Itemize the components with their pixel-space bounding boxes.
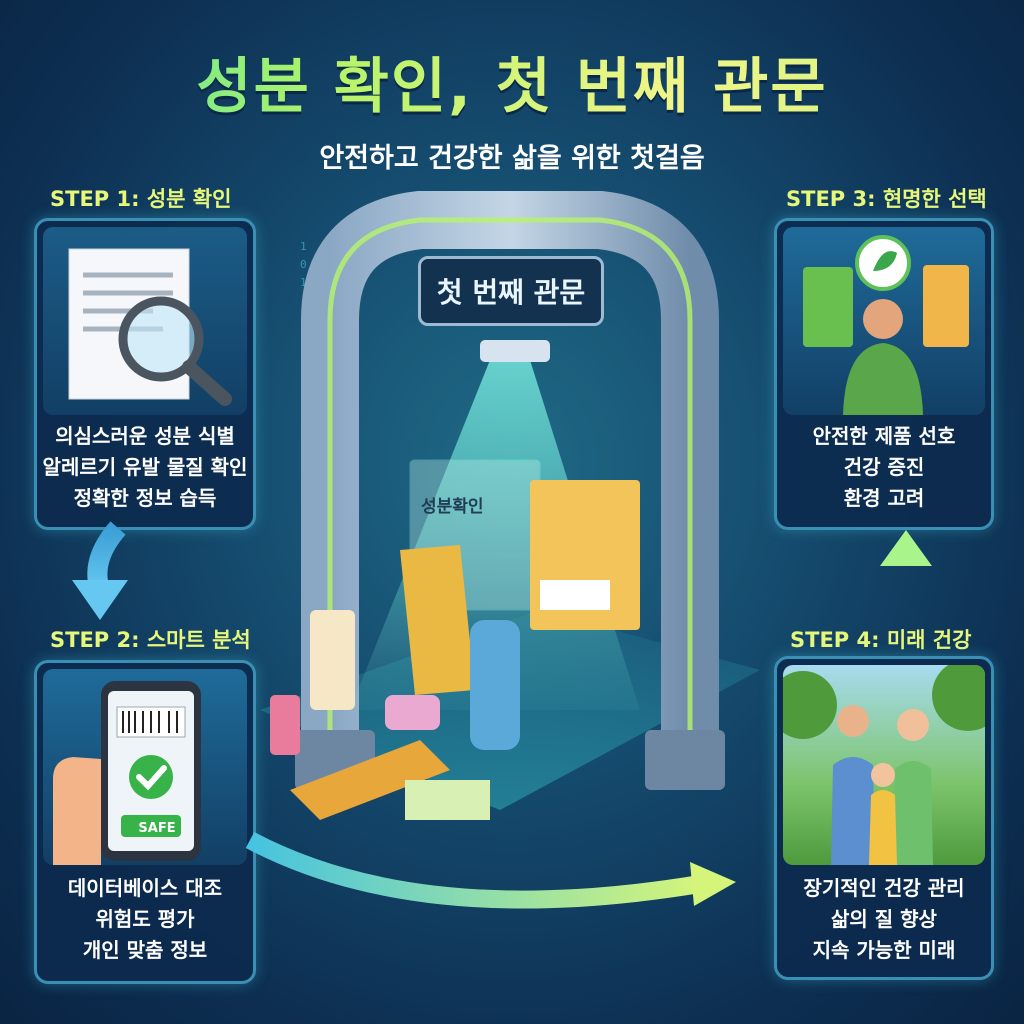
green-pack (803, 267, 853, 347)
step1-line-2: 알레르기 유발 물질 확인 (42, 455, 248, 479)
step4-illustration (783, 665, 985, 865)
tree-icon (783, 671, 837, 739)
step2-text: 데이터베이스 대조 위험도 평가 개인 맞춤 정보 (37, 873, 253, 966)
child-icon (871, 763, 895, 787)
cream-tube (310, 610, 355, 710)
page-title-shadow: 성분 확인, 첫 번째 관문 (0, 41, 1024, 128)
step4-label: STEP 4: 미래 건강 (790, 628, 972, 652)
step1-card: 의심스러운 성분 식별 알레르기 유발 물질 확인 정확한 정보 습득 (34, 218, 256, 530)
scanner-head (480, 340, 550, 362)
step3-line-3: 환경 고려 (843, 486, 925, 510)
step4-line-3: 지속 가능한 미래 (812, 938, 956, 962)
step2-label: STEP 2: 스마트 분석 (50, 628, 251, 652)
page-title: 성분 확인, 첫 번째 관문 (0, 38, 1024, 125)
lotion-bottle (470, 620, 520, 750)
step3-line-2: 건강 증진 (843, 455, 925, 479)
step1-label: STEP 1: 성분 확인 (50, 187, 232, 211)
step2-line-1: 데이터베이스 대조 (67, 876, 223, 900)
lunch-box (385, 695, 440, 730)
step2-card: SAFE 데이터베이스 대조 위험도 평가 개인 맞춤 정보 (34, 660, 256, 984)
gate-sign-text: 첫 번째 관문 (436, 276, 586, 309)
step2-line-3: 개인 맞춤 정보 (82, 938, 208, 962)
gate-base-right (645, 730, 725, 790)
check-icon (129, 755, 173, 799)
mother-icon (897, 709, 929, 741)
holo-label: 성분확인 (421, 497, 484, 517)
step1-line-1: 의심스러운 성분 식별 (55, 424, 235, 448)
snack-pack (290, 740, 450, 820)
step4-line-1: 장기적인 건강 관리 (803, 876, 965, 900)
step1-illustration (43, 227, 247, 415)
hand-icon (53, 757, 101, 865)
step1-line-3: 정확한 정보 습득 (73, 486, 217, 510)
page-subtitle: 안전하고 건강한 삶을 위한 첫걸음 (319, 143, 705, 174)
step3-illustration (783, 227, 985, 415)
snack-bag (400, 545, 475, 695)
step4-card: 장기적인 건강 관리 삶의 질 향상 지속 가능한 미래 (774, 656, 994, 980)
person-head (863, 299, 903, 339)
step3-card: 안전한 제품 선호 건강 증진 환경 고려 (774, 218, 994, 530)
juice-carton (923, 265, 969, 347)
step2-illustration: SAFE (43, 669, 247, 865)
person-body (843, 343, 923, 415)
svg-text:1: 1 (300, 276, 307, 289)
arrow-step2-to-step4 (245, 832, 702, 909)
tea-box (405, 780, 490, 820)
step3-line-1: 안전한 제품 선호 (812, 424, 956, 448)
father-icon (837, 705, 869, 737)
safe-badge: SAFE (138, 821, 176, 836)
svg-text:0: 0 (300, 258, 307, 271)
step4-text: 장기적인 건강 관리 삶의 질 향상 지속 가능한 미래 (777, 873, 991, 966)
step3-text: 안전한 제품 선호 건강 증진 환경 고려 (777, 421, 991, 514)
small-bottle (270, 695, 300, 755)
step1-text: 의심스러운 성분 식별 알레르기 유발 물질 확인 정확한 정보 습득 (37, 421, 253, 514)
magnifier-icon (118, 296, 204, 382)
step2-line-2: 위험도 평가 (95, 907, 195, 931)
svg-text:1: 1 (300, 240, 307, 253)
step3-label: STEP 3: 현명한 선택 (786, 187, 987, 211)
arrow-step1-to-step2 (87, 521, 126, 594)
step4-line-2: 삶의 질 향상 (831, 907, 937, 931)
gate-sign: 첫 번째 관문 (418, 256, 604, 326)
